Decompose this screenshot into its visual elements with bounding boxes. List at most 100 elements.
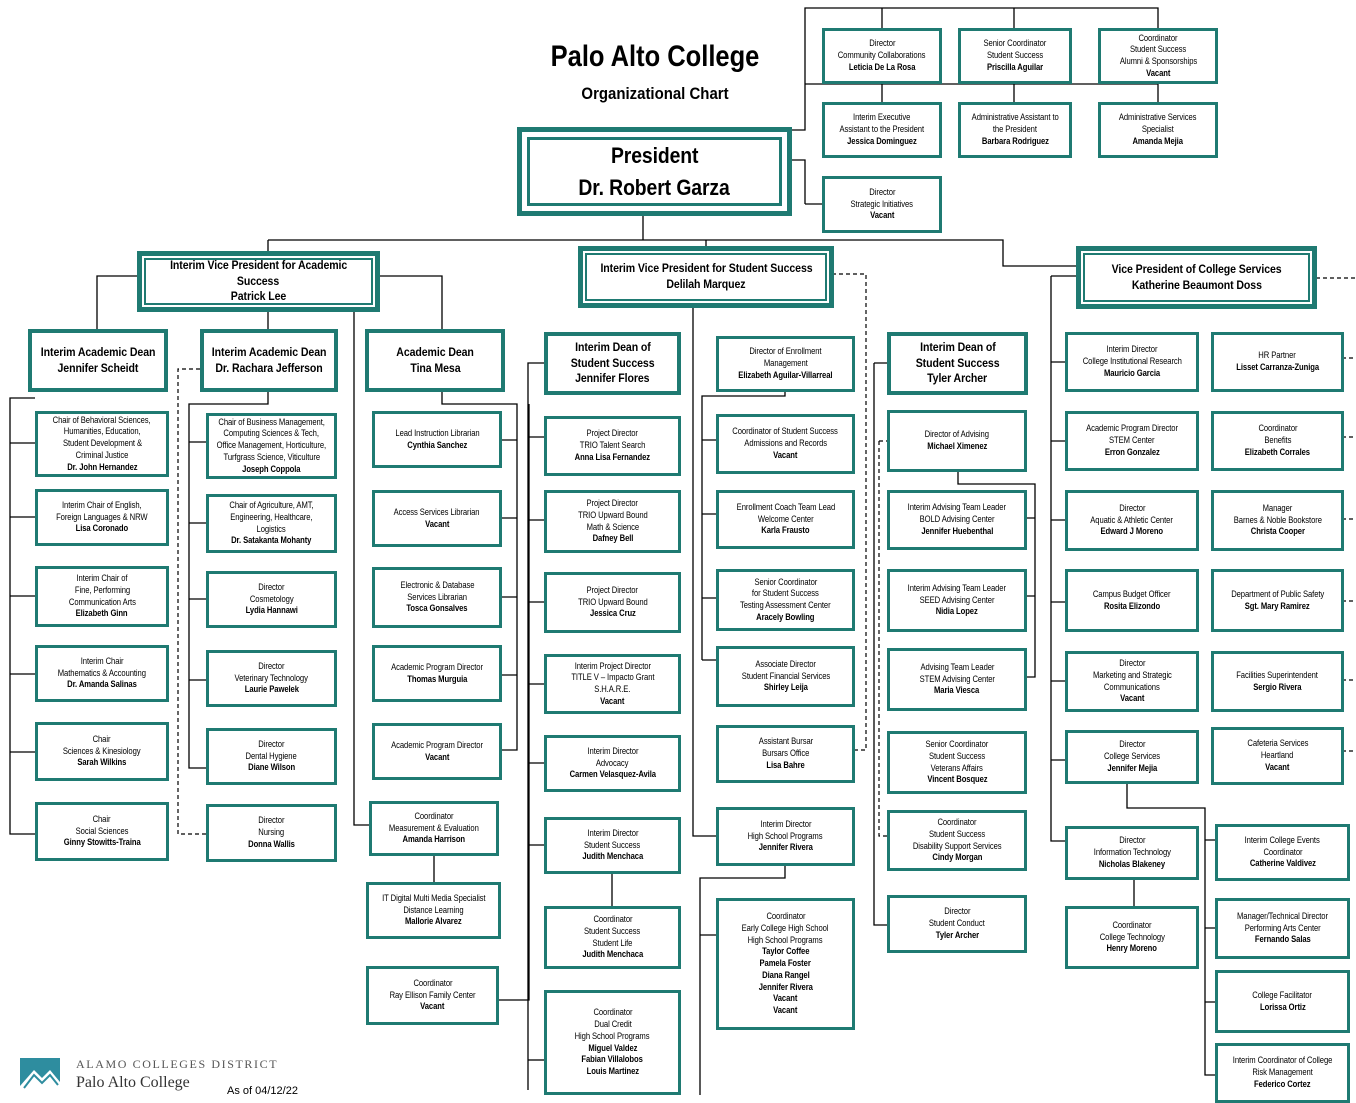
org-box-line: Coordinator [1138,32,1178,43]
as-of-date: As of 04/12/22 [227,1085,298,1097]
org-box-line: Dr. Rachara Jefferson [215,360,323,375]
org-box-line: Advising Team Leader [920,661,994,672]
org-box-line: Elizabeth Ginn [76,608,128,619]
org-box-line: Chair [93,733,111,744]
org-box-line: Tyler Archer [927,371,988,386]
org-box-line: Project Director [586,584,639,595]
org-box-line: S.H.A.R.E. [594,684,631,694]
org-box-line: Distance Learning [403,904,464,915]
chart-subtitle: Organizational Chart [581,84,729,103]
org-box-line: Vacant [424,518,450,529]
org-box-line: Fernando Salas [1254,934,1311,945]
org-box-line: Coordinator [414,810,454,821]
org-box-line: BOLD Advising Center [919,514,995,525]
org-box-line: Student Success [928,750,986,761]
org-box-line: Director [1118,835,1146,846]
org-box-line: Jennifer Mejia [1107,762,1157,773]
org-box-line: Dr. Amanda Salinas [67,679,137,690]
org-box-line: Interim College Events [1244,834,1321,845]
org-box-line: Specialist [1142,124,1174,135]
org-box-line: Cynthia Sanchez [407,439,467,450]
org-box-line: Interim Chair of [76,573,128,584]
org-box-line: Henry Moreno [1106,943,1158,954]
org-box-line: Student Success [928,828,986,839]
org-box-line: Chair of Agriculture, AMT, [229,500,314,511]
org-box-line: Jessica Dominguez [847,135,917,146]
chart-title: Palo Alto College [550,40,760,73]
org-box-line: Laurie Pawelek [244,684,299,695]
org-box-line: Coordinator [412,977,453,988]
org-box-line: Cafeteria Services [1247,738,1308,749]
org-box-line: Sarah Wilkins [77,757,127,768]
org-box-line: Jennifer Huebenthal [921,525,993,536]
org-box-line: Assistant Bursar [758,736,813,747]
org-box-line: TRIO Upward Bound [577,509,648,520]
org-box-line: Mathematics & Accounting [57,667,147,678]
org-box-line: High School Programs [748,934,823,945]
org-box-line: Sergio Rivera [1253,681,1302,692]
org-box-line: President [610,142,699,168]
org-box-line: Interim Academic Dean [211,344,327,359]
org-box-line: Pamela Foster [759,958,812,969]
org-box-line: Senior Coordinator [754,576,817,587]
org-box-line: Director [1118,658,1146,669]
org-box-line: Director of Enrollment [749,346,822,357]
org-box-line: Tina Mesa [409,360,461,375]
org-box-line: Assistant to the President [839,124,925,135]
org-box-line: Fabian Villalobos [581,1054,644,1065]
org-box-line: Heartland [1261,750,1294,761]
org-box-line: Coordinator [1112,919,1152,930]
org-box-line: Criminal Justice [75,449,129,460]
org-box-line: Katherine Beaumont Doss [1131,277,1262,292]
org-box-line: Turfgrass Science, Viticulture [223,451,320,462]
org-box-line: Dental Hygiene [245,750,298,761]
org-box-line: Vacant [773,1004,798,1015]
org-box-line: Testing Assessment Center [740,600,831,610]
org-box-line: Aquatic & Athletic Center [1090,514,1174,525]
org-box-line: Interim Project Director [574,660,651,671]
org-box-line: Marketing and Strategic [1092,669,1172,680]
org-box-line: Vacant [424,751,450,762]
org-box-line: Risk Management [1252,1067,1313,1078]
org-box-chair-behavioral: Chair of Behavioral Sciences,Humanities,… [35,411,169,477]
org-box-line: Interim Dean of [574,340,651,355]
org-box-line: Vacant [1145,67,1171,78]
org-box-line: Enrollment Coach Team Lead [736,501,835,512]
org-box-line: Interim Chair of English, [62,499,142,510]
org-box-line: Director [868,38,896,49]
org-box-line: Interim Academic Dean [40,344,156,359]
org-box-line: Facilities Superintendent [1236,669,1319,680]
org-box-line: Vacant [869,210,895,221]
org-box-line: Jennifer Scheidt [57,360,139,375]
org-box-line: Strategic Initiatives [850,198,914,209]
org-box-line: Delilah Marquez [666,277,746,291]
org-box-line: Disability Support Services [912,840,1002,851]
org-box-line: Amanda Harrison [402,834,466,845]
org-box-line: Anna Lisa Fernandez [574,451,651,462]
org-box-line: Welcome Center [757,513,814,524]
org-box-line: Student Success [986,50,1044,61]
org-box-line: Director [258,738,285,749]
org-box-line: Catherine Valdivez [1249,858,1316,869]
org-box-line: Dr. Satakanta Mohanty [231,535,312,546]
org-box-line: Jennifer Flores [575,371,650,386]
org-box-line: Early College High School [742,923,829,934]
org-box-line: Judith Menchaca [582,949,643,960]
org-box-line: STEM Advising Center [919,673,995,684]
